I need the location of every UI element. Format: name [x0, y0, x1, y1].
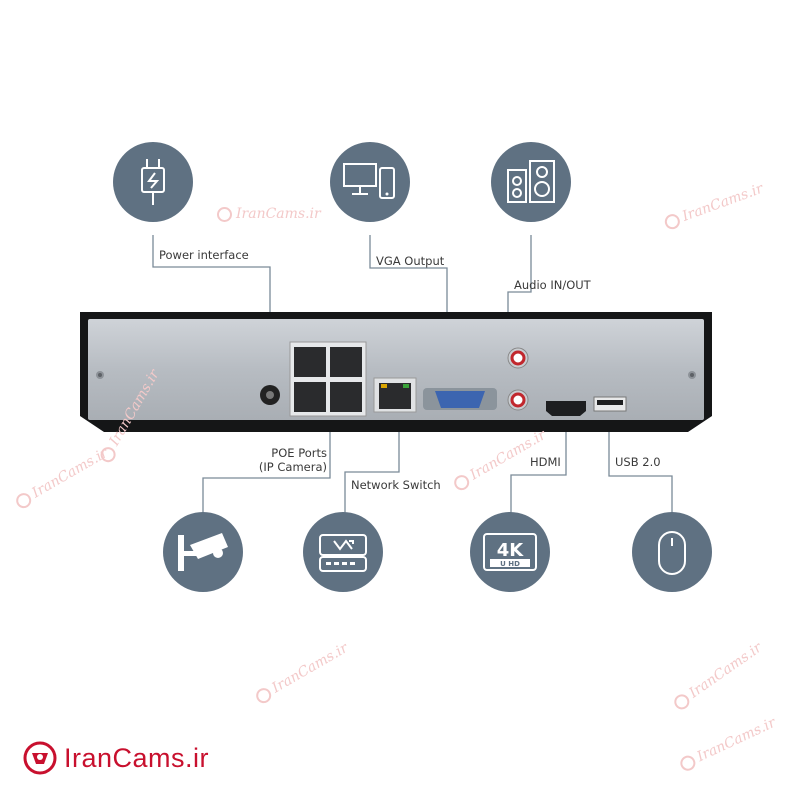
svg-text:4K: 4K — [497, 540, 525, 561]
watermark: IranCams.ir — [217, 206, 321, 222]
poe-ports-line2: (IP Camera) — [258, 460, 327, 474]
cctv-camera-icon — [178, 533, 228, 571]
monitor-tablet-icon — [343, 163, 395, 199]
nvr-rear-panel — [80, 312, 712, 432]
network-switch-icon — [319, 534, 367, 572]
poe-ports-label: POE Ports (IP Camera) — [249, 446, 327, 474]
audio-circle — [491, 142, 571, 222]
hdmi-label: HDMI — [530, 455, 561, 469]
vga-circle — [330, 142, 410, 222]
svg-text:U HD: U HD — [500, 560, 520, 568]
poe-ports-line1: POE Ports — [271, 446, 327, 460]
hdmi-circle: 4K U HD — [470, 512, 550, 592]
power-interface-label: Power interface — [159, 248, 249, 262]
audio-in-out-label: Audio IN/OUT — [514, 278, 591, 292]
speaker-icon — [507, 160, 555, 203]
mouse-icon — [658, 531, 686, 575]
brand-logo: IranCams.ir — [22, 740, 209, 776]
watermark-logo-icon — [217, 206, 232, 222]
network-switch-label: Network Switch — [351, 478, 441, 492]
network-circle — [303, 512, 383, 592]
power-circle — [113, 142, 193, 222]
brand-name: IranCams.ir — [64, 742, 210, 773]
usb-circle — [632, 512, 712, 592]
vga-output-label: VGA Output — [376, 254, 445, 268]
poe-circle — [163, 512, 243, 592]
power-plug-icon — [141, 159, 165, 205]
usb-label: USB 2.0 — [615, 455, 661, 469]
irancams-logo-icon — [23, 741, 57, 775]
4k-uhd-icon: 4K U HD — [483, 533, 537, 571]
